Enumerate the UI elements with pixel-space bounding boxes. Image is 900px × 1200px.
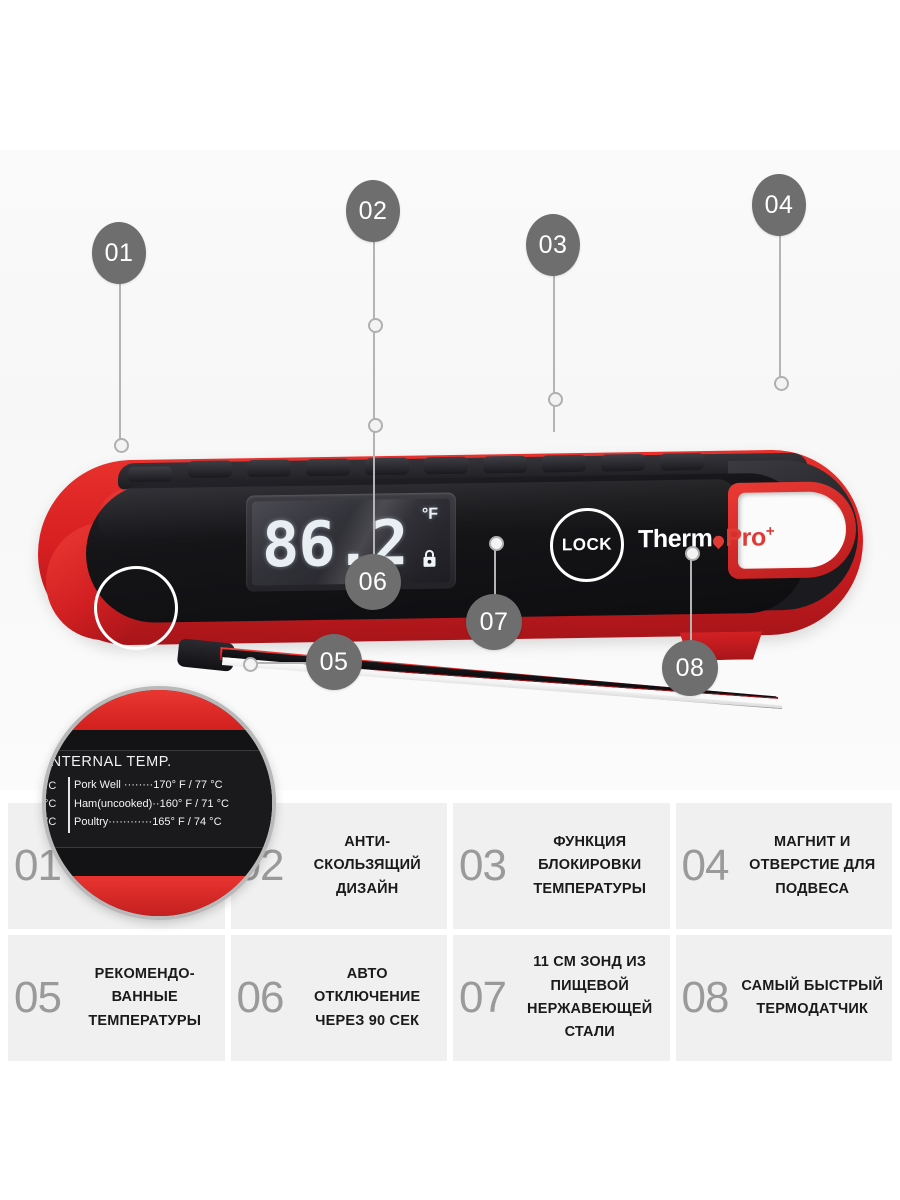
feature-card-05[interactable]: 05 РЕКОМЕНДО-ВАННЫЕ ТЕМПЕРАТУРЫ: [8, 935, 225, 1061]
leader-line-05: [248, 662, 334, 664]
feature-number: 08: [681, 973, 730, 1022]
callout-badge-08[interactable]: 08: [662, 640, 718, 696]
internal-temp-divider: [68, 777, 70, 833]
feature-label: АНТИ-СКОЛЬЗЯЩИЙ ДИЗАЙН: [313, 833, 421, 897]
left-col-unit: °C: [44, 816, 57, 828]
ridge-icon: [365, 457, 409, 476]
callout-badge-01[interactable]: 01: [92, 222, 146, 284]
feature-label: АВТО ОТКЛЮЧЕНИЕ ЧЕРЕЗ 90 СЕК: [314, 965, 421, 1029]
leader-dot-02: [368, 318, 383, 333]
feature-card-03[interactable]: 03 ФУНКЦИЯ БЛОКИРОВКИ ТЕМПЕРАТУРЫ: [453, 803, 670, 929]
leader-dot-06: [368, 418, 383, 433]
internal-temp-panel: INTERNAL TEMP. °C °C °C Pork Well ······…: [44, 750, 272, 848]
brand-logo: Therm Pro+: [638, 523, 774, 554]
callout-badge-07[interactable]: 07: [466, 594, 522, 650]
callout-badge-04[interactable]: 04: [752, 174, 806, 236]
ridge-icon: [483, 455, 527, 474]
temperature-chart-magnifier: INTERNAL TEMP. °C °C °C Pork Well ······…: [42, 686, 276, 920]
leader-line-01: [119, 280, 121, 440]
feature-label: 11 СМ ЗОНД ИЗ ПИЩЕВОЙ НЕРЖАВЕЮЩЕЙ СТАЛИ: [527, 954, 653, 1041]
leader-line-08: [690, 552, 692, 650]
ridge-icon: [188, 460, 232, 479]
leader-line-03: [553, 272, 555, 432]
feature-card-06[interactable]: 06 АВТО ОТКЛЮЧЕНИЕ ЧЕРЕЗ 90 СЕК: [230, 935, 447, 1061]
internal-temp-rows: Pork Well ········170° F / 77 °C Ham(unc…: [74, 776, 272, 832]
feature-label: РЕКОМЕНДО-ВАННЫЕ ТЕМПЕРАТУРЫ: [88, 965, 202, 1029]
brand-plus: +: [765, 522, 775, 541]
leader-dot-04: [774, 376, 789, 391]
brand-text-pro: Pr: [725, 523, 752, 553]
ridge-icon: [660, 452, 704, 471]
feature-number: 04: [681, 841, 730, 890]
lcd-display: 86.2 °F: [246, 492, 456, 592]
ridge-icon: [542, 454, 586, 473]
feature-label: ФУНКЦИЯ БЛОКИРОВКИ ТЕМПЕРАТУРЫ: [533, 833, 647, 897]
leader-dot-01: [114, 438, 129, 453]
lcd-lock-icon: [422, 549, 437, 573]
callout-badge-03[interactable]: 03: [526, 214, 580, 276]
ridge-icon: [601, 453, 645, 472]
feature-label: САМЫЙ БЫСТРЫЙ ТЕРМОДАТЧИК: [741, 977, 884, 1017]
droplet-icon: [713, 533, 724, 548]
leader-dot-03: [548, 392, 563, 407]
ridge-icon: [306, 458, 350, 477]
feature-row-2: 05 РЕКОМЕНДО-ВАННЫЕ ТЕМПЕРАТУРЫ 06 АВТО …: [8, 935, 892, 1061]
magnifier-red-top: [46, 690, 272, 730]
temp-row: Pork Well ········170° F / 77 °C: [74, 779, 223, 791]
internal-temp-title: INTERNAL TEMP.: [46, 754, 172, 770]
ridge-icon: [424, 456, 468, 475]
feature-number: 05: [14, 973, 62, 1022]
brand-text-therm: Therm: [638, 524, 713, 554]
brand-text-o: o: [751, 523, 766, 552]
leader-line-07: [494, 542, 496, 604]
temp-row: Poultry············165° F / 74 °C: [74, 816, 222, 828]
leader-line-06: [373, 412, 375, 564]
temp-row: Ham(uncooked)··160° F / 71 °C: [74, 797, 229, 810]
feature-card-04[interactable]: 04 МАГНИТ И ОТВЕРСТИЕ ДЛЯ ПОДВЕСА: [675, 803, 892, 929]
power-button[interactable]: [94, 566, 178, 650]
internal-temp-left-column: °C °C °C: [44, 777, 57, 831]
feature-number: 03: [459, 841, 507, 890]
leader-dot-07: [489, 536, 504, 551]
lcd-screen: 86.2 °F: [252, 498, 450, 586]
ridge-icon: [128, 466, 172, 483]
feature-label: МАГНИТ И ОТВЕРСТИЕ ДЛЯ ПОДВЕСА: [749, 833, 876, 897]
ridge-icon: [247, 459, 291, 478]
leader-dot-05: [243, 657, 258, 672]
feature-card-08[interactable]: 08 САМЫЙ БЫСТРЫЙ ТЕРМОДАТЧИК: [675, 935, 892, 1061]
left-col-unit: °C: [44, 798, 57, 810]
callout-badge-05[interactable]: 05: [306, 634, 362, 690]
feature-number: 07: [459, 973, 507, 1022]
feature-card-07[interactable]: 07 11 СМ ЗОНД ИЗ ПИЩЕВОЙ НЕРЖАВЕЮЩЕЙ СТА…: [453, 935, 670, 1061]
callout-badge-06[interactable]: 06: [345, 554, 401, 610]
leader-dot-08: [685, 546, 700, 561]
magnifier-red-bottom: [46, 876, 272, 916]
feature-number: 06: [236, 973, 285, 1022]
left-col-unit: °C: [44, 780, 57, 792]
callout-badge-02[interactable]: 02: [346, 180, 400, 242]
leader-line-04: [779, 232, 781, 382]
